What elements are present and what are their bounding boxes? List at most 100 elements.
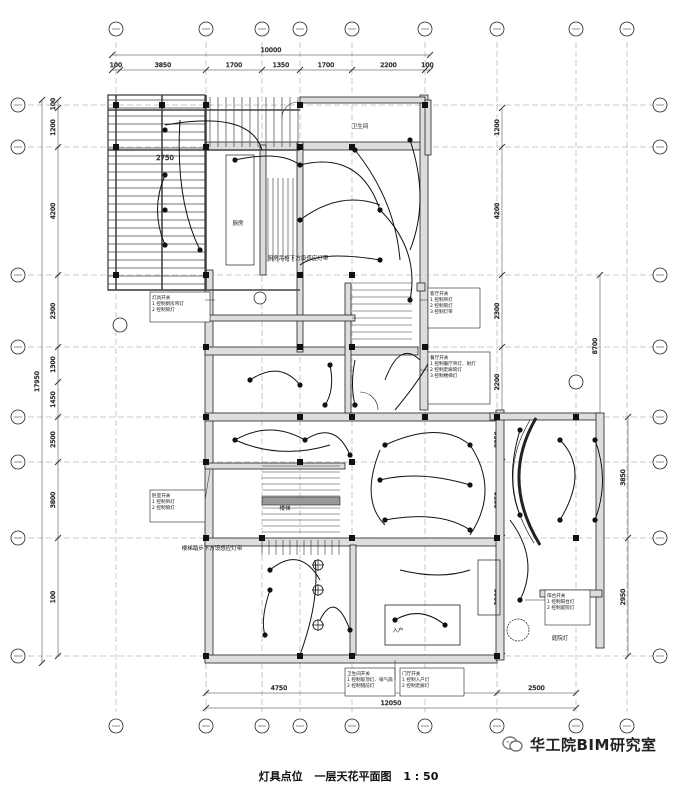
dim-label: 2750: [156, 154, 174, 162]
note-line: 2 控制筒灯: [430, 302, 453, 309]
axis-bubble: [253, 291, 267, 305]
drawing-scale: 1 : 50: [403, 770, 439, 783]
note-line: 1 控制入户灯: [402, 676, 430, 683]
door-arc: [359, 391, 379, 411]
dim-tick: [54, 534, 62, 542]
column: [203, 459, 209, 465]
wire-arc: [299, 161, 381, 211]
dim-label: 100: [421, 61, 433, 69]
column: [494, 653, 500, 659]
dim-label: 4200: [493, 203, 501, 220]
column: [203, 144, 209, 150]
note-box: [427, 351, 491, 405]
wire-arc: [269, 559, 321, 581]
wire-arc: [384, 432, 471, 446]
dim-label: 2500: [49, 431, 57, 448]
column: [349, 535, 355, 541]
dim-tick: [54, 271, 62, 279]
column: [297, 102, 303, 108]
note-line: 阳台开关: [547, 592, 566, 599]
light-fixture: [407, 137, 413, 143]
light-fixture: [557, 437, 563, 443]
dim-tick: [202, 704, 210, 712]
dim-tick: [38, 659, 46, 667]
wall-segment: [259, 144, 267, 276]
dim-tick: [426, 51, 434, 59]
dim-label: 1300: [49, 356, 57, 373]
dim-label: 12050: [381, 699, 402, 707]
dim-label: 3800: [49, 492, 57, 509]
note-line: 餐厅开关: [430, 354, 449, 361]
light-fixture: [347, 627, 353, 633]
wall-segment: [204, 346, 419, 356]
axis-bubbles: [10, 21, 668, 734]
pendant-cross: [312, 559, 324, 571]
light-fixture: [162, 242, 168, 248]
column: [494, 414, 500, 420]
dim-label: 2500: [528, 684, 545, 692]
drawing-subtitle: 一层天花平面图: [314, 770, 392, 783]
wall-segment: [424, 99, 432, 156]
wire-arc: [299, 255, 381, 266]
dim-label: 2300: [493, 303, 501, 320]
room-label: 楼梯: [279, 504, 291, 512]
dim-tick: [108, 66, 116, 74]
wire-arc: [509, 519, 529, 601]
dim-label: 8700: [591, 338, 599, 355]
wire-arc: [384, 516, 471, 531]
dim-label: 3850: [155, 61, 172, 69]
note-leader: [204, 469, 211, 501]
wire-arc: [352, 359, 356, 406]
drawing-caption: 灯具点位 一层天花平面图 1 : 50: [0, 768, 697, 784]
dim-tick: [498, 143, 506, 151]
dim-label: 2200: [493, 374, 501, 391]
column: [573, 414, 579, 420]
dim-label: 1200: [49, 119, 57, 136]
light-fixture: [197, 247, 203, 253]
dim-label: 2200: [380, 61, 397, 69]
column: [113, 272, 119, 278]
wire-arc: [379, 475, 471, 486]
column: [203, 653, 209, 659]
watermark: 华工院BIM研究室: [502, 731, 692, 757]
dim-tick: [116, 66, 124, 74]
dim-tick: [498, 271, 506, 279]
wire-arc: [409, 139, 421, 251]
dim-tick: [624, 413, 632, 421]
garden-plant: [506, 618, 530, 642]
light-fixture: [322, 402, 328, 408]
column: [349, 272, 355, 278]
dim-tick: [108, 51, 116, 59]
light-fixture: [297, 382, 303, 388]
light-fixture: [517, 512, 523, 518]
light-fixture: [297, 162, 303, 168]
note-line: 2 控制镜前灯: [347, 682, 375, 689]
note-line: 2 控制庭院灯: [547, 604, 575, 611]
dim-label: 3850: [619, 469, 627, 486]
column: [297, 653, 303, 659]
note-line: 1 控制阳台灯: [547, 598, 575, 605]
light-fixture: [592, 517, 598, 523]
switch-wires: [157, 119, 603, 656]
dim-label: 17950: [33, 371, 41, 392]
wire-arc: [594, 439, 603, 521]
stair-landing: [261, 496, 341, 506]
column: [494, 535, 500, 541]
light-fixture: [297, 217, 303, 223]
light-fixture: [377, 477, 383, 483]
wire-arc: [324, 364, 333, 406]
wire-arc: [262, 589, 271, 636]
dim-tick: [54, 413, 62, 421]
light-fixture: [382, 517, 388, 523]
pendant-cross: [312, 584, 324, 596]
light-fixture: [377, 257, 383, 263]
note-line: 2 控制筒灯: [152, 504, 175, 511]
note-line: 1 控制吊灯: [152, 498, 175, 505]
light-fixture: [517, 597, 523, 603]
wall-segment: [419, 94, 429, 411]
wire-arc: [319, 606, 351, 631]
wire-arc: [384, 352, 421, 381]
bath-vanity: [384, 604, 461, 646]
dim-tick: [624, 534, 632, 542]
